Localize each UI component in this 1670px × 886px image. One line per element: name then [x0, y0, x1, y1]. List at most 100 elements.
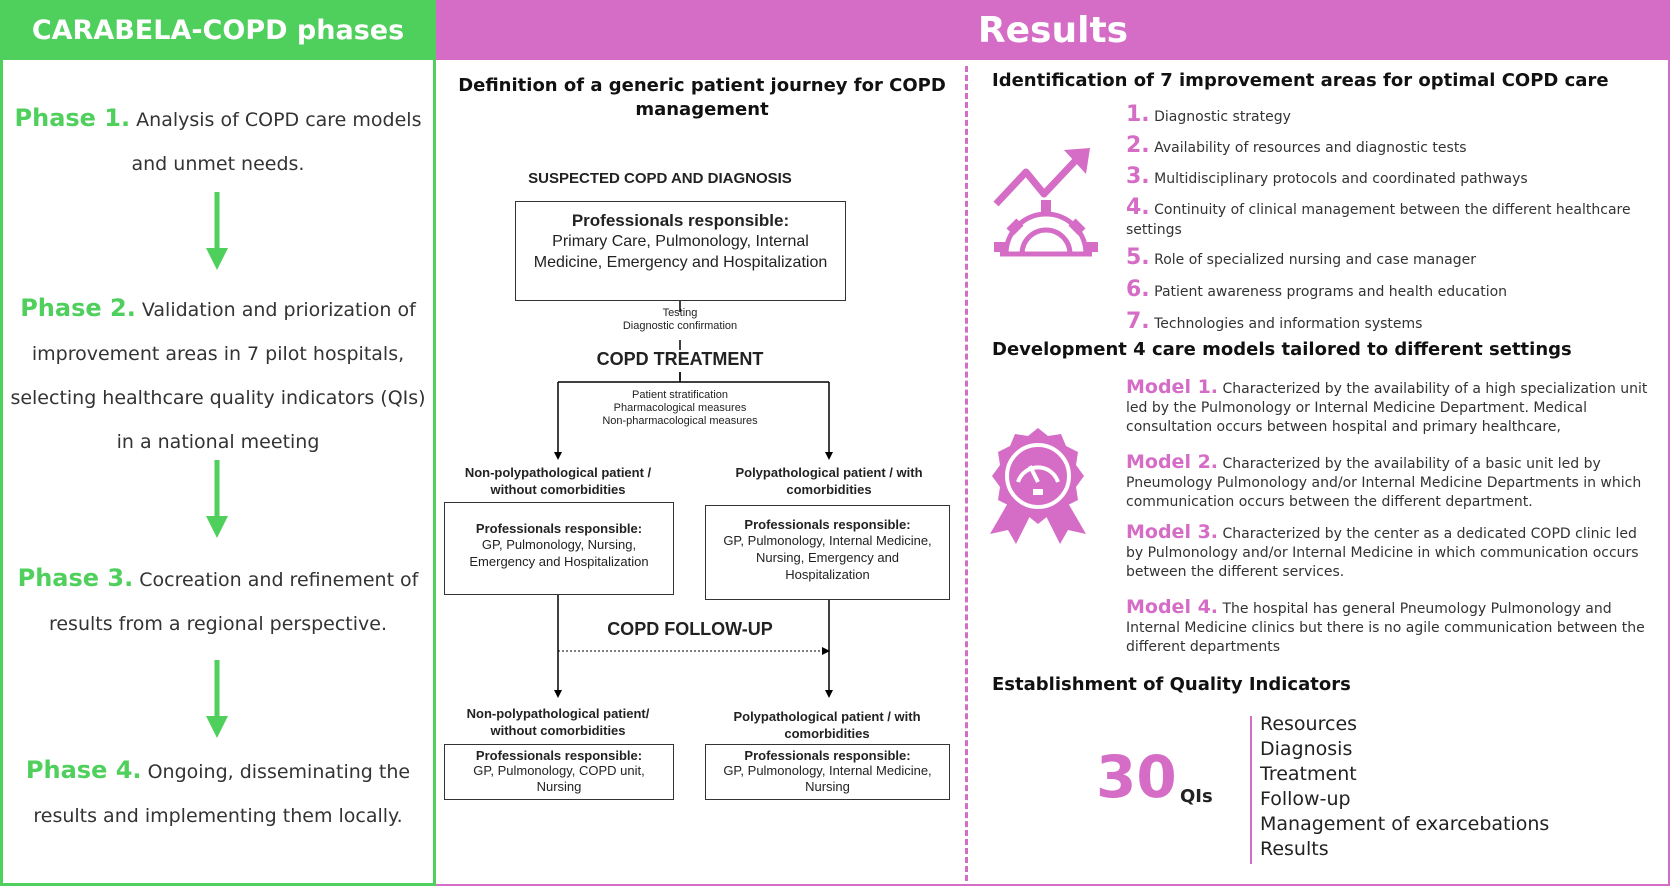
- model-2-text: Characterized by the availability of a b…: [1126, 456, 1642, 510]
- non-pharmacological-label: Non-pharmacological measures: [602, 415, 758, 427]
- item-text: Multidisciplinary protocols and coordina…: [1154, 171, 1528, 187]
- branch-right-label: Polypathological patient / with comorbid…: [735, 465, 923, 497]
- phase-2-text-c: selecting healthcare quality indicators …: [10, 387, 426, 409]
- follow-left-label: Non-polypathological patient/ without co…: [466, 706, 650, 738]
- branch-left-box-title: Professionals responsible:: [475, 521, 643, 536]
- branch-left-label: Non-polypathological patient / without c…: [464, 465, 652, 497]
- stratification-label: Patient stratification: [632, 389, 728, 401]
- model-2: Model 2. Characterized by the availabili…: [1126, 453, 1656, 512]
- qi-item: Results: [1260, 838, 1329, 860]
- phase-1-title: Phase 1.: [14, 104, 131, 132]
- journey-connectors: [554, 300, 833, 698]
- item-text: Availability of resources and diagnostic…: [1154, 140, 1467, 156]
- item-number: 2.: [1126, 133, 1150, 158]
- phase-2: Phase 2. Validation and priorization of …: [6, 286, 430, 464]
- follow-right-label: Polypathological patient / with comorbid…: [733, 709, 921, 741]
- improvement-item-1: 1. Diagnostic strategy: [1126, 102, 1656, 127]
- follow-right-box-title: Professionals responsible:: [744, 748, 911, 763]
- qi-item: Treatment: [1260, 763, 1357, 785]
- models-title: Development 4 care models tailored to di…: [992, 339, 1572, 360]
- phase-3-text-b: results from a regional perspective.: [48, 613, 388, 635]
- diagnosis-box-title: Professionals responsible:: [571, 211, 790, 230]
- phase-2-title: Phase 2.: [20, 294, 136, 322]
- item-text: Diagnostic strategy: [1154, 109, 1291, 125]
- qi-count: 30: [1096, 743, 1177, 811]
- item-number: 7.: [1126, 309, 1150, 334]
- item-text: Patient awareness programs and health ed…: [1154, 284, 1508, 300]
- pharmacological-label: Pharmacological measures: [613, 402, 747, 414]
- item-text: Role of specialized nursing and case man…: [1154, 252, 1476, 268]
- testing-steps: Testing Diagnostic confirmation: [580, 307, 780, 333]
- phase-4: Phase 4. Ongoing, disseminating the resu…: [6, 748, 430, 838]
- item-number: 1.: [1126, 102, 1150, 127]
- model-1: Model 1. Characterized by the availabili…: [1126, 378, 1656, 437]
- section-divider: [965, 66, 968, 881]
- award-badge-icon: [990, 428, 1086, 544]
- phase-4-title: Phase 4.: [25, 756, 142, 784]
- item-text: Technologies and information systems: [1154, 316, 1423, 332]
- qi-item: Follow-up: [1260, 788, 1351, 810]
- improvement-item-7: 7. Technologies and information systems: [1126, 309, 1656, 334]
- treatment-steps: Patient stratification Pharmacological m…: [580, 389, 780, 428]
- phase-2-text-d: in a national meeting: [116, 431, 320, 453]
- follow-left-box-title: Professionals responsible:: [475, 748, 643, 763]
- follow-right-box-text: GP, Pulmonology, Internal Medicine, Nurs…: [723, 763, 932, 794]
- down-arrow-icon: [206, 460, 228, 538]
- item-number: 6.: [1126, 277, 1150, 302]
- phase-2-text-b: improvement areas in 7 pilot hospitals,: [31, 343, 405, 365]
- diagnosis-box-text: Primary Care, Pulmonology, Internal Medi…: [533, 233, 828, 271]
- improvement-item-3: 3. Multidisciplinary protocols and coord…: [1126, 164, 1656, 189]
- improvement-item-4: 4. Continuity of clinical management bet…: [1126, 195, 1666, 240]
- model-1-title: Model 1.: [1126, 376, 1219, 398]
- item-number: 3.: [1126, 164, 1150, 189]
- down-arrow-icon: [206, 660, 228, 738]
- qi-item: Diagnosis: [1260, 738, 1353, 760]
- model-3: Model 3. Characterized by the center as …: [1126, 523, 1656, 582]
- quality-title: Establishment of Quality Indicators: [992, 674, 1351, 695]
- phase-2-text-a: Validation and priorization of: [141, 299, 416, 321]
- results-panel: [436, 60, 1670, 886]
- qi-item: Resources: [1260, 713, 1358, 735]
- qi-item: Management of exarcebations: [1260, 813, 1550, 835]
- treatment-heading: COPD TREATMENT: [596, 349, 764, 369]
- phase-1: Phase 1. Analysis of COPD care models an…: [6, 96, 430, 186]
- diagnosis-heading: SUSPECTED COPD AND DIAGNOSIS: [528, 170, 792, 187]
- model-2-title: Model 2.: [1126, 451, 1219, 473]
- model-1-text: Characterized by the availability of a h…: [1126, 381, 1648, 435]
- phase-4-text-b: results and implementing them locally.: [33, 805, 403, 827]
- phase-1-text-b: and unmet needs.: [131, 153, 305, 175]
- results-header: Results: [436, 0, 1670, 60]
- phase-3-title: Phase 3.: [17, 564, 134, 592]
- branch-left-box-text: GP, Pulmonology, Nursing, Emergency and …: [469, 537, 649, 569]
- phases-header: CARABELA-COPD phases: [0, 0, 436, 60]
- qi-list-divider: [1250, 716, 1252, 864]
- model-3-text: Characterized by the center as a dedicat…: [1126, 526, 1639, 580]
- diagnostic-confirmation-label: Diagnostic confirmation: [622, 320, 738, 332]
- phase-4-text-a: Ongoing, disseminating the: [147, 761, 411, 783]
- item-number: 4.: [1126, 195, 1150, 220]
- improvement-item-2: 2. Availability of resources and diagnos…: [1126, 133, 1656, 158]
- model-4-title: Model 4.: [1126, 596, 1219, 618]
- model-3-title: Model 3.: [1126, 521, 1219, 543]
- qi-unit: QIs: [1180, 786, 1213, 807]
- phases-panel: [0, 60, 436, 886]
- branch-right-box: Professionals responsible: GP, Pulmonolo…: [705, 505, 950, 600]
- follow-left-box-text: GP, Pulmonology, COPD unit, Nursing: [473, 763, 645, 794]
- followup-heading: COPD FOLLOW-UP: [607, 619, 773, 639]
- growth-gear-icon: [993, 148, 1098, 257]
- item-number: 5.: [1126, 245, 1150, 270]
- qi-list: Resources Diagnosis Treatment Follow-up …: [1260, 712, 1549, 862]
- follow-left-box: Professionals responsible: GP, Pulmonolo…: [444, 744, 674, 800]
- diagnosis-box: Professionals responsible: Primary Care,…: [515, 201, 846, 301]
- improvement-item-6: 6. Patient awareness programs and health…: [1126, 277, 1656, 302]
- improvement-item-5: 5. Role of specialized nursing and case …: [1126, 245, 1656, 270]
- follow-right-box: Professionals responsible: GP, Pulmonolo…: [705, 744, 950, 800]
- item-text: Continuity of clinical management betwee…: [1126, 202, 1631, 238]
- model-4-text: The hospital has general Pneumology Pulm…: [1126, 601, 1645, 655]
- phase-3: Phase 3. Cocreation and refinement of re…: [6, 556, 430, 646]
- down-arrow-icon: [206, 192, 228, 270]
- branch-right-box-title: Professionals responsible:: [744, 517, 911, 532]
- improvement-title: Identification of 7 improvement areas fo…: [992, 70, 1609, 91]
- journey-title: Definition of a generic patient journey …: [458, 75, 946, 120]
- model-4: Model 4. The hospital has general Pneumo…: [1126, 598, 1656, 657]
